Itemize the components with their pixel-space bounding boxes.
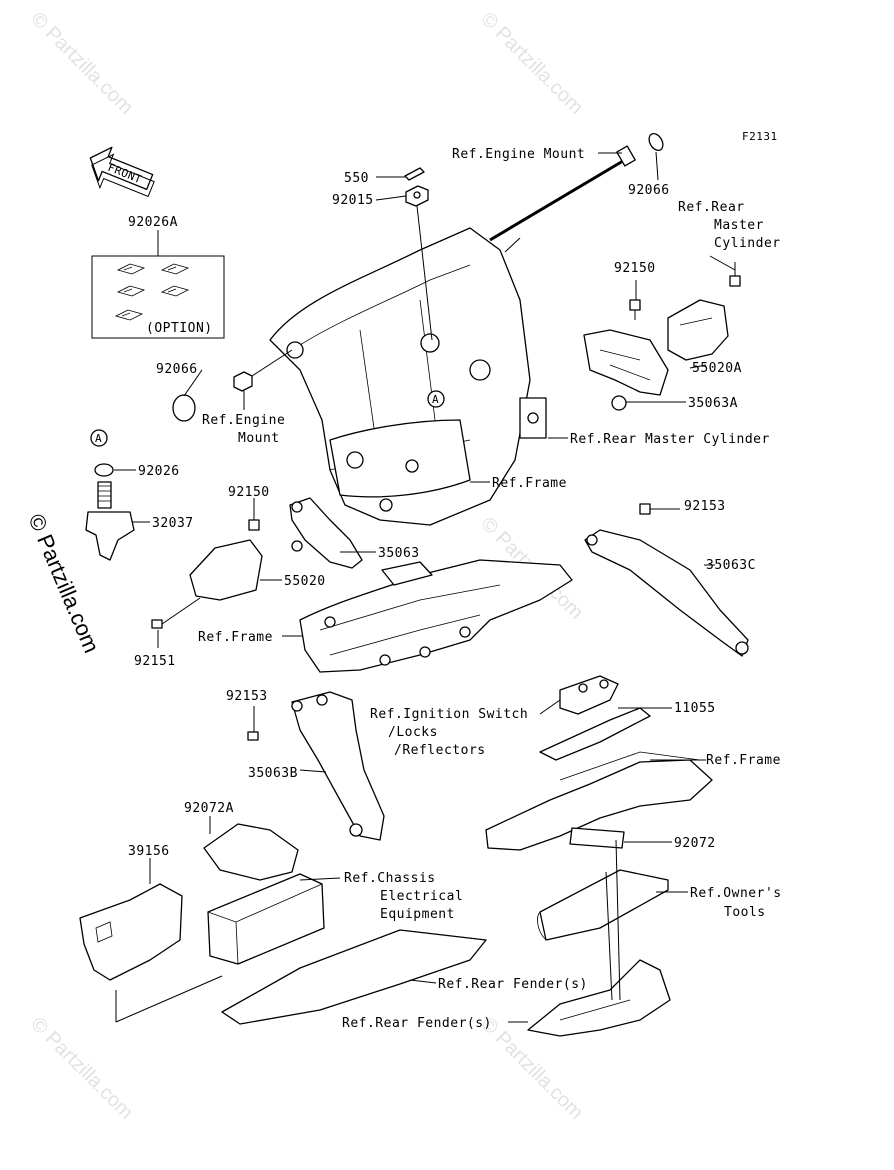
label-92072[interactable]: 92072 xyxy=(674,836,716,851)
label-ref-ignition-3[interactable]: /Reflectors xyxy=(394,743,486,758)
label-55020[interactable]: 55020 xyxy=(284,574,326,589)
label-35063a[interactable]: 35063A xyxy=(688,396,738,411)
label-ref-chassis-2[interactable]: Electrical xyxy=(380,889,463,904)
label-ref-ignition-1[interactable]: Ref.Ignition Switch xyxy=(370,707,528,722)
label-92153-right[interactable]: 92153 xyxy=(684,499,726,514)
leader-lines xyxy=(114,151,736,1023)
watermark-top-left: © Partzilla.com xyxy=(26,8,137,119)
label-ref-ignition-2[interactable]: /Locks xyxy=(388,725,438,740)
label-550[interactable]: 550 xyxy=(344,171,369,186)
rear-frame-parts xyxy=(485,675,713,851)
battery-area-parts xyxy=(79,823,487,1025)
small-hardware: A xyxy=(404,167,445,408)
callout-a-frame: A xyxy=(432,393,439,406)
label-ref-rear-fender-1[interactable]: Ref.Rear Fender(s) xyxy=(438,977,588,992)
label-ref-frame-left[interactable]: Ref.Frame xyxy=(198,630,273,645)
label-ref-engine-mount-left-2[interactable]: Mount xyxy=(238,431,280,446)
label-39156[interactable]: 39156 xyxy=(128,844,170,859)
label-ref-owners-2[interactable]: Tools xyxy=(724,905,766,920)
label-92151[interactable]: 92151 xyxy=(134,654,176,669)
label-92066-left[interactable]: 92066 xyxy=(156,362,198,377)
left-brackets xyxy=(151,497,363,629)
label-92015[interactable]: 92015 xyxy=(332,193,374,208)
label-ref-rear-fender-2[interactable]: Ref.Rear Fender(s) xyxy=(342,1016,492,1031)
label-ref-frame-right[interactable]: Ref.Frame xyxy=(706,753,781,768)
watermark-bottom-left: © Partzilla.com xyxy=(26,1013,137,1124)
label-11055[interactable]: 11055 xyxy=(674,701,716,716)
label-ref-rear-master-1[interactable]: Ref.Rear xyxy=(678,200,745,215)
engine-mount-bolt-part xyxy=(489,132,664,253)
label-32037[interactable]: 32037 xyxy=(152,516,194,531)
label-ref-engine-mount-top[interactable]: Ref.Engine Mount xyxy=(452,147,585,162)
label-55020a[interactable]: 55020A xyxy=(692,361,742,376)
label-92153-left[interactable]: 92153 xyxy=(226,689,268,704)
label-35063b[interactable]: 35063B xyxy=(248,766,298,781)
label-ref-frame-mid[interactable]: Ref.Frame xyxy=(492,476,567,491)
label-ref-engine-mount-left-1[interactable]: Ref.Engine xyxy=(202,413,285,428)
stays-parts xyxy=(247,503,749,841)
label-ref-rear-master-cylinder[interactable]: Ref.Rear Master Cylinder xyxy=(570,432,770,447)
label-92150-left[interactable]: 92150 xyxy=(228,485,270,500)
label-ref-rear-master-3[interactable]: Cylinder xyxy=(714,236,781,251)
label-ref-owners-1[interactable]: Ref.Owner's xyxy=(690,886,782,901)
label-92026[interactable]: 92026 xyxy=(138,464,180,479)
label-92066-top[interactable]: 92066 xyxy=(628,183,670,198)
rear-fender-part xyxy=(527,959,671,1037)
left-mount-parts: A xyxy=(85,349,293,561)
subframe-part xyxy=(299,559,573,673)
part-labels: 550 92015 Ref.Engine Mount 92066 Ref.Rea… xyxy=(128,147,782,1031)
label-ref-rear-master-2[interactable]: Master xyxy=(714,218,764,233)
label-92026a[interactable]: 92026A xyxy=(128,215,178,230)
label-ref-chassis-3[interactable]: Equipment xyxy=(380,907,455,922)
diagram-code: F2131 xyxy=(742,130,778,143)
label-92150-top[interactable]: 92150 xyxy=(614,261,656,276)
front-arrow-icon: FRONT xyxy=(89,146,155,198)
callout-a-left: A xyxy=(95,432,102,445)
tool-kit-parts xyxy=(537,827,669,941)
label-35063c[interactable]: 35063C xyxy=(706,558,756,573)
master-cylinder-brackets xyxy=(519,262,741,439)
label-35063[interactable]: 35063 xyxy=(378,546,420,561)
label-92072a[interactable]: 92072A xyxy=(184,801,234,816)
main-frame-part xyxy=(269,227,531,526)
option-label: (OPTION) xyxy=(146,321,213,336)
shim-option-box: (OPTION) xyxy=(91,230,225,339)
label-ref-chassis-1[interactable]: Ref.Chassis xyxy=(344,871,436,886)
watermark-top-right: © Partzilla.com xyxy=(476,8,587,119)
